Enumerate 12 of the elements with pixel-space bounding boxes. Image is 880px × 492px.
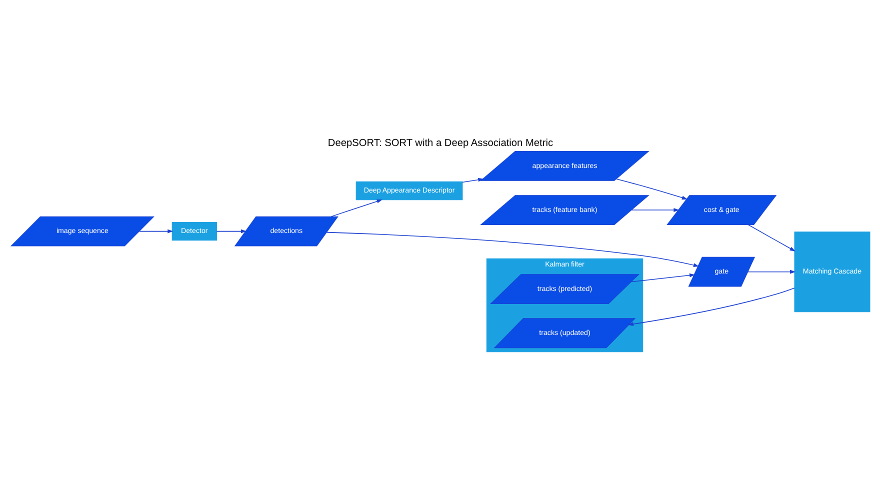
arrow <box>138 229 173 234</box>
diagram-title: DeepSORT: SORT with a Deep Association Metric <box>327 138 553 150</box>
arrow <box>627 288 794 326</box>
arrow <box>216 229 246 234</box>
arrow <box>616 178 688 200</box>
arrow <box>630 208 679 212</box>
arrow <box>747 224 795 252</box>
arrow <box>630 273 695 282</box>
arrow <box>747 270 796 274</box>
arrow <box>326 232 699 268</box>
arrow <box>330 199 382 217</box>
arrow <box>462 178 484 183</box>
